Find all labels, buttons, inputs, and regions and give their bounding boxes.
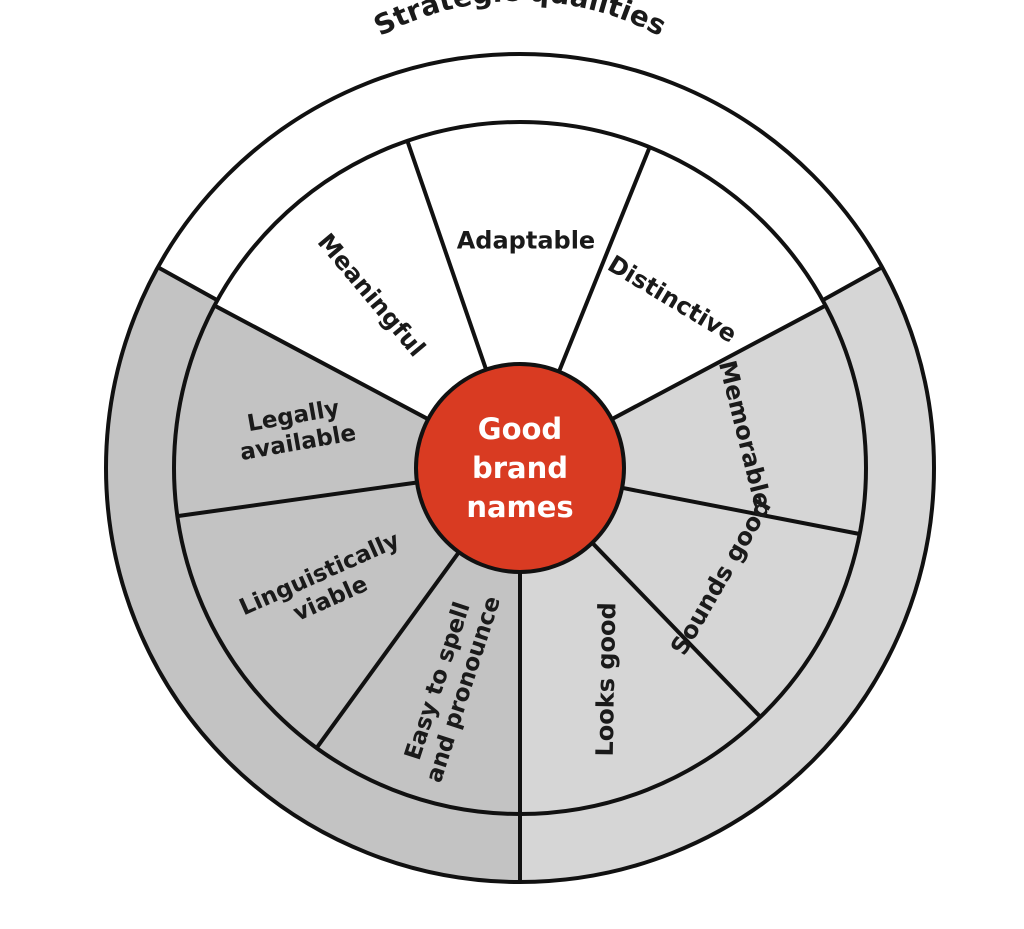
segment-divider (315, 550, 461, 750)
outer-circle (104, 52, 936, 884)
segment-label-line: Looks good (591, 602, 622, 757)
segment-divider (590, 541, 762, 719)
outer-ring-label-path: Strategic qualities (368, 0, 671, 43)
divider-lines (104, 52, 936, 884)
segment-label-looks-good: Looks good (591, 602, 622, 757)
segment-label-adaptable: Adaptable (457, 227, 595, 255)
segment-divider (213, 303, 430, 421)
center-label-line: names (466, 490, 573, 524)
outer-ring-left (105, 267, 520, 882)
segment-divider (177, 480, 418, 519)
segment-divider (621, 485, 861, 536)
segment-distinctive (558, 147, 826, 420)
center-label: Good brand names (466, 412, 573, 524)
segment-adaptable (407, 122, 650, 372)
segment-memorable (611, 305, 866, 535)
center-label-line: Good (478, 412, 562, 446)
segment-easy-to-spell-and-pronounce (316, 552, 520, 814)
segment-divider (405, 140, 489, 371)
outer-ring (105, 54, 934, 882)
outer-ring-right (520, 267, 934, 882)
segment-label-line: Adaptable (457, 227, 595, 255)
segment-linguistically-viable (177, 482, 459, 748)
segment-divider (610, 303, 827, 421)
outer-ring-strategic (157, 54, 883, 301)
center-circle (414, 362, 626, 574)
segment-legally-available (174, 305, 429, 517)
outer-ring-divider (156, 265, 219, 303)
inner-circle (172, 120, 868, 816)
inner-segments (174, 122, 866, 814)
segment-meaningful (214, 140, 487, 420)
segment-divider (557, 146, 652, 373)
outer-ring-divider (821, 265, 884, 303)
segment-looks-good (520, 542, 761, 814)
center-label-line: brand (472, 451, 568, 485)
outer-ring-label: Strategic qualities (368, 0, 671, 43)
segment-sounds-good (592, 487, 860, 717)
